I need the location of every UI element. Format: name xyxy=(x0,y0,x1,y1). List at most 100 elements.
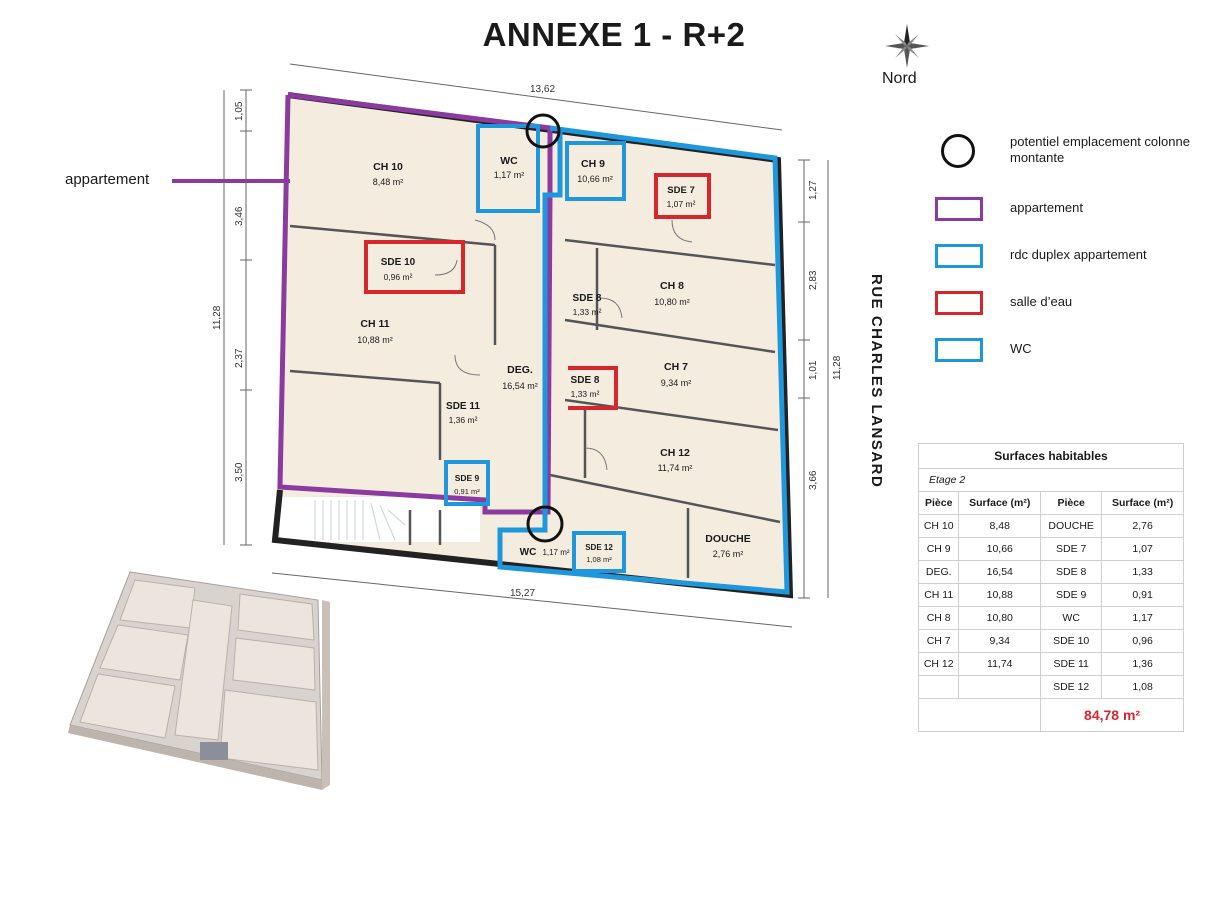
dim-bottom: 15,27 xyxy=(510,588,535,599)
table-cell: CH 7 xyxy=(917,629,960,653)
total-surface: 84,78 m² xyxy=(1040,698,1184,732)
circle-marker-icon xyxy=(941,134,975,168)
table-cell: 1,17 xyxy=(1101,606,1184,630)
legend-swatch xyxy=(935,197,983,221)
table-total-row: 84,78 m² xyxy=(917,698,1184,732)
room-name: CH 11 xyxy=(360,318,389,330)
table-cell: SDE 12 xyxy=(1040,675,1103,699)
sde9-box xyxy=(444,460,490,506)
room-name: SDE 12 xyxy=(585,543,613,552)
surfaces-table: Surfaces habitables Etage 2 Pièce Surfac… xyxy=(917,443,1184,732)
isometric-3d-model xyxy=(68,571,330,790)
column-header: Pièce xyxy=(1040,491,1103,515)
north-label: Nord xyxy=(882,70,917,87)
room-name: WC xyxy=(500,155,518,167)
legend-swatch xyxy=(935,291,983,315)
floor-area xyxy=(275,95,790,595)
room-area: 10,66 m² xyxy=(577,174,613,184)
sde8-box xyxy=(568,366,618,410)
legend-item-appartement: appartement xyxy=(935,193,1215,229)
room-area: 0,91 m² xyxy=(454,487,480,496)
room-name: CH 12 xyxy=(660,447,690,459)
table-cell: 0,96 xyxy=(1101,629,1184,653)
table-title: Surfaces habitables xyxy=(918,443,1184,469)
dim-left: 3,46 xyxy=(234,206,245,226)
stairs xyxy=(314,500,406,541)
legend-item-duplex: rdc duplex appartement xyxy=(935,240,1215,276)
table-cell: DEG. xyxy=(917,560,960,584)
room-area: 16,54 m² xyxy=(502,381,538,391)
room-area: 11,74 m² xyxy=(658,463,693,473)
room-name: CH 10 xyxy=(373,161,403,173)
dim-left-total: 11,28 xyxy=(212,305,223,330)
room-area: 8,48 m² xyxy=(373,177,404,187)
legend-label: rdc duplex appartement xyxy=(1010,247,1147,262)
table-cell: SDE 8 xyxy=(1040,560,1103,584)
room-name: SDE 8 xyxy=(573,293,602,304)
table-cell: CH 10 xyxy=(917,514,960,538)
room-name: SDE 9 xyxy=(455,473,480,483)
table-cell: 1,33 xyxy=(1101,560,1184,584)
table-cell: SDE 9 xyxy=(1040,583,1103,607)
table-header-row: Pièce Surface (m²) Pièce Surface (m²) xyxy=(917,491,1184,515)
column-marker-top xyxy=(525,113,561,149)
table-cell: 10,80 xyxy=(958,606,1042,630)
table-cell: SDE 11 xyxy=(1040,652,1103,676)
table-cell: 10,66 xyxy=(958,537,1042,561)
table-cell: 1,36 xyxy=(1101,652,1184,676)
table-cell: 9,34 xyxy=(958,629,1042,653)
table-cell xyxy=(958,675,1042,699)
table-subtitle: Etage 2 xyxy=(918,468,1184,492)
table-cell: 2,76 xyxy=(1101,514,1184,538)
dim-right: 3,66 xyxy=(808,470,819,490)
room-labels: CH 10 8,48 m² WC 1,17 m² CH 9 10,66 m² S… xyxy=(357,155,751,564)
table-cell: DOUCHE xyxy=(1040,514,1103,538)
legend-label: appartement xyxy=(1010,200,1083,215)
room-name: DEG. xyxy=(507,364,533,376)
column-header: Pièce xyxy=(917,491,960,515)
room-name: WC xyxy=(520,547,537,558)
table-cell: 10,88 xyxy=(958,583,1042,607)
table-cell: CH 9 xyxy=(917,537,960,561)
sde12-box xyxy=(572,531,626,573)
table-cell: CH 11 xyxy=(917,583,960,607)
legend-item-salle-eau: salle d’eau xyxy=(935,287,1215,323)
column-marker-bottom xyxy=(526,505,564,543)
dim-right: 1,27 xyxy=(808,180,819,200)
dim-top: 13,62 xyxy=(530,84,555,95)
room-name: SDE 8 xyxy=(571,375,600,386)
room-area: 1,33 m² xyxy=(573,307,602,317)
dim-right: 2,83 xyxy=(808,270,819,290)
table-cell: 11,74 xyxy=(958,652,1042,676)
compass-icon xyxy=(885,24,929,68)
room-area: 1,33 m² xyxy=(571,389,600,399)
room-name: CH 8 xyxy=(660,280,684,292)
appartement-annotation: appartement xyxy=(65,171,150,188)
table-cell: SDE 7 xyxy=(1040,537,1103,561)
room-area: 9,34 m² xyxy=(661,378,692,388)
room-area: 1,36 m² xyxy=(449,415,478,425)
sde7-box xyxy=(654,173,711,219)
wc-box xyxy=(476,124,540,213)
room-area: 1,17 m² xyxy=(542,548,569,557)
legend-label: salle d’eau xyxy=(1010,294,1073,309)
room-area: 10,88 m² xyxy=(357,335,393,345)
legend-swatch xyxy=(935,244,983,268)
ch9-box xyxy=(565,141,626,201)
sde10-box xyxy=(364,240,465,294)
room-area: 1,08 m² xyxy=(586,555,612,564)
room-area: 2,76 m² xyxy=(713,549,744,559)
table-cell: 0,91 xyxy=(1101,583,1184,607)
room-name: CH 7 xyxy=(664,361,688,373)
table-cell: 8,48 xyxy=(958,514,1042,538)
room-name: SDE 11 xyxy=(446,401,480,412)
legend-item-colonne: potentiel emplacement colonne montante xyxy=(935,134,1215,170)
legend-swatch xyxy=(935,338,983,362)
